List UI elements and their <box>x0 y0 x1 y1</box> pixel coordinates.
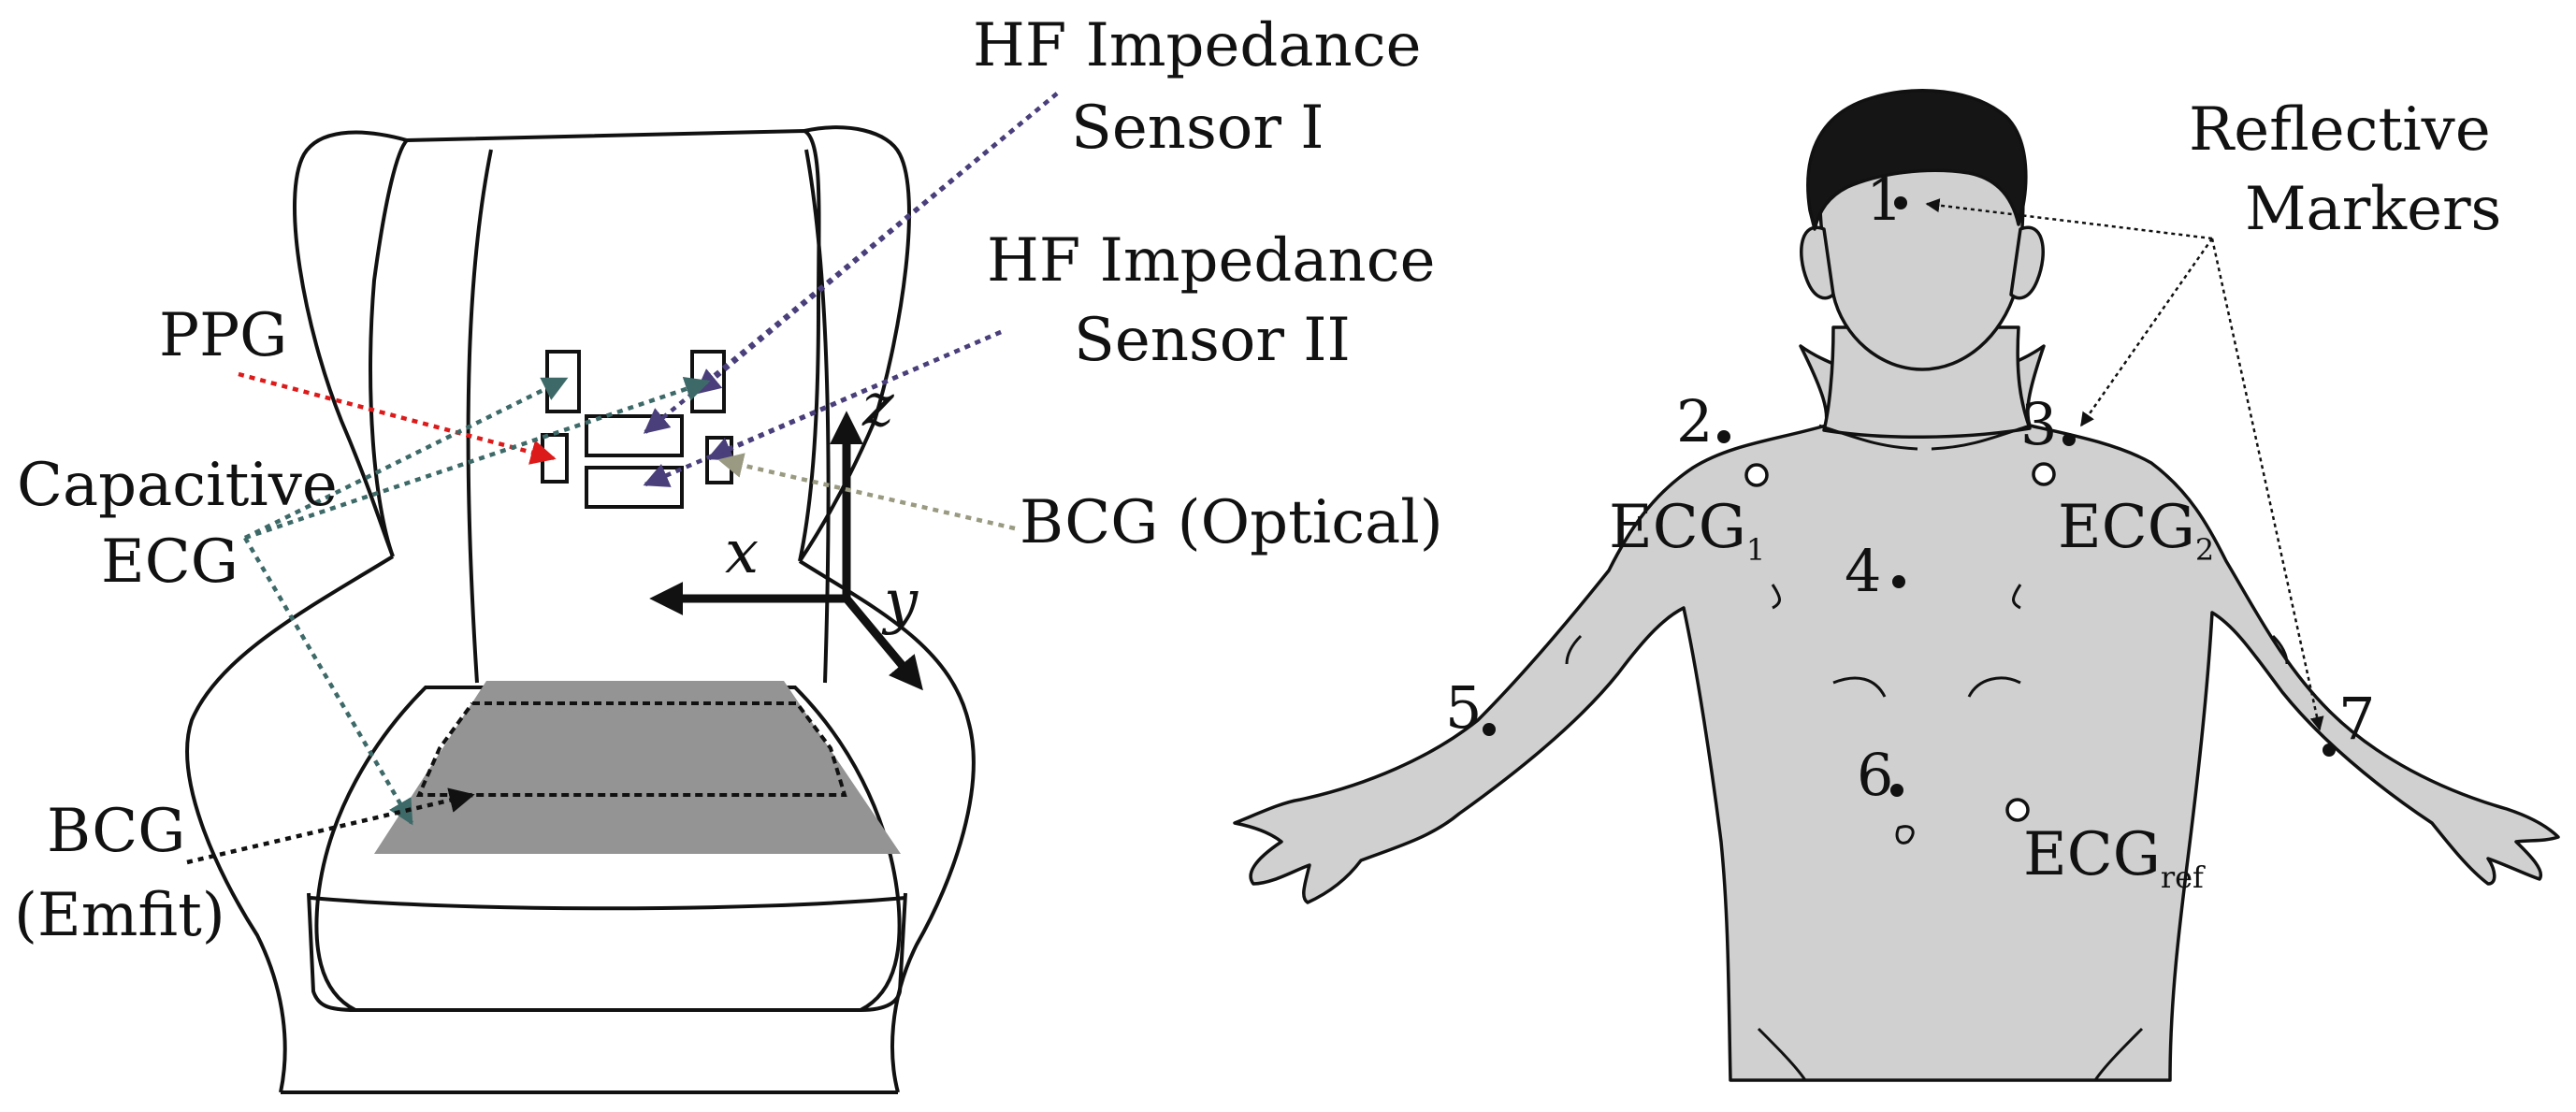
chair-back-seam-left <box>466 149 493 684</box>
axis-label-y: y <box>881 568 919 637</box>
marker-dot-1 <box>1894 196 1907 209</box>
chair-seat-seam <box>310 896 906 911</box>
chair-right-arm <box>798 559 976 1093</box>
ecg-electrode-left <box>545 350 581 413</box>
emfit-leader <box>186 787 475 865</box>
hf-sensor-1-label-line2: Sensor I <box>1071 94 1324 163</box>
marker-number-2: 2 <box>1676 387 1713 455</box>
chair-right-wing <box>798 125 911 563</box>
ecg-leader-c <box>243 536 413 826</box>
ecg-leader-b <box>244 376 711 541</box>
hf-sensor-1-plate <box>585 414 684 457</box>
hf-sensor-2-label-line2: Sensor II <box>1074 306 1351 375</box>
human-figure <box>1233 89 2560 1082</box>
reflective-markers <box>1483 196 2336 797</box>
leader-to-marker-7 <box>2210 238 2324 731</box>
marker-number-5: 5 <box>1445 673 1482 742</box>
capacitive-ecg-label-line1: Capacitive <box>17 451 338 520</box>
ecg2-electrode <box>2032 462 2056 486</box>
ecgref-label: ECGref <box>2023 820 2206 895</box>
ppg-leader <box>238 371 557 465</box>
marker-dot-7 <box>2323 744 2336 757</box>
marker-dot-3 <box>2062 433 2076 446</box>
marker-dot-4 <box>1892 575 1905 588</box>
chair-left-wing <box>292 130 408 557</box>
reflective-markers-label-line1: Reflective <box>2189 95 2491 165</box>
ecg2-label-base: ECG <box>2058 493 2195 562</box>
ecg1-label-base: ECG <box>1609 493 1746 562</box>
hair <box>1806 89 2028 231</box>
ecg2-label-sub: 2 <box>2195 532 2214 568</box>
ear-left <box>1800 225 1835 300</box>
sensor-electrodes <box>541 350 733 509</box>
marker-number-3: 3 <box>2020 390 2057 458</box>
marker-dot-2 <box>1717 430 1730 443</box>
ppg-label: PPG <box>159 301 287 370</box>
ecg1-electrode <box>1744 463 1769 487</box>
coordinate-axes <box>649 411 923 691</box>
body-contours <box>1565 424 2289 1081</box>
ecg1-label: ECG1 <box>1609 493 1765 568</box>
marker-dot-6 <box>1890 784 1903 797</box>
ecg2-label: ECG2 <box>2058 493 2214 568</box>
marker-number-4: 4 <box>1845 537 1881 605</box>
leader-lines <box>186 92 1059 865</box>
bcg-emfit-label-line1: BCG <box>47 797 185 866</box>
body-silhouette <box>1233 344 2560 1082</box>
leader-to-marker-3 <box>2079 238 2214 427</box>
bcg-optical-leader <box>717 453 1016 531</box>
ear-right <box>2009 225 2045 300</box>
reflective-marker-leaders <box>1925 198 2324 731</box>
ecg-electrodes <box>1744 462 2056 822</box>
ecgref-label-base: ECG <box>2023 820 2161 889</box>
capacitive-ecg-label-line2: ECG <box>101 527 239 597</box>
ecgref-electrode <box>2005 798 2030 822</box>
hf-sensor-1-label-line1: HF Impedance <box>973 11 1421 80</box>
chair-left-arm <box>185 555 395 1093</box>
y-axis-arrow <box>843 596 923 691</box>
leader-to-marker-1 <box>1925 198 2213 240</box>
marker-number-6: 6 <box>1857 741 1893 809</box>
marker-number-1: 1 <box>1866 166 1903 234</box>
marker-number-7: 7 <box>2338 685 2375 753</box>
ecg-leader-a <box>244 376 569 541</box>
hf2-leader-b <box>643 329 1002 487</box>
emfit-sensor-pad <box>374 681 901 854</box>
chair-seat-front <box>307 892 907 1012</box>
reflective-markers-label-line2: Markers <box>2245 175 2501 244</box>
ecgref-label-sub: ref <box>2161 859 2206 895</box>
axis-label-x: x <box>725 518 759 587</box>
bcg-optical-label: BCG (Optical) <box>1020 488 1443 557</box>
chair-back-seam-right <box>804 149 831 684</box>
hf-sensor-2-label-line1: HF Impedance <box>987 226 1435 296</box>
ecg1-label-sub: 1 <box>1746 532 1765 568</box>
chair-drawing <box>185 125 976 1094</box>
axis-label-z: z <box>861 371 895 440</box>
marker-dot-5 <box>1483 723 1496 736</box>
bcg-emfit-label-line2: (Emfit) <box>14 881 225 950</box>
hf-sensor-2-plate <box>585 466 684 509</box>
